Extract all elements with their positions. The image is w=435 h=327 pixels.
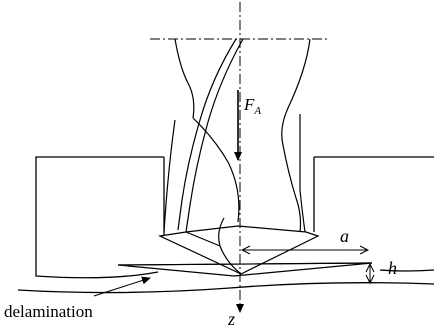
workpiece-right-part xyxy=(314,156,435,272)
delamination-label: delamination xyxy=(4,302,93,321)
delamination-zone xyxy=(117,262,373,277)
force-subscript: A xyxy=(253,105,261,117)
drill-flute-3 xyxy=(192,117,240,223)
delamination-crack-top-edge xyxy=(117,262,373,266)
drill-flute-4 xyxy=(282,144,302,233)
delamination-leader-arrow xyxy=(93,276,151,297)
drill-flute-2 xyxy=(185,38,244,233)
drill-bit xyxy=(157,38,320,275)
axis-label: z xyxy=(227,309,235,327)
workpiece xyxy=(17,156,435,294)
force-label: FA xyxy=(243,95,261,117)
drill-flute-1 xyxy=(177,38,237,231)
force-symbol: F xyxy=(243,95,255,114)
drill-body-left xyxy=(163,119,176,233)
workpiece-bottom-surface xyxy=(17,282,435,294)
drill-body-right xyxy=(299,113,306,233)
drill-cutting-lip xyxy=(185,231,221,247)
thickness-label: h xyxy=(388,258,397,278)
radius-label: a xyxy=(340,226,349,246)
workpiece-left-part xyxy=(35,156,164,279)
drill-shank-right xyxy=(281,38,311,146)
drill-shank-left xyxy=(174,38,195,119)
